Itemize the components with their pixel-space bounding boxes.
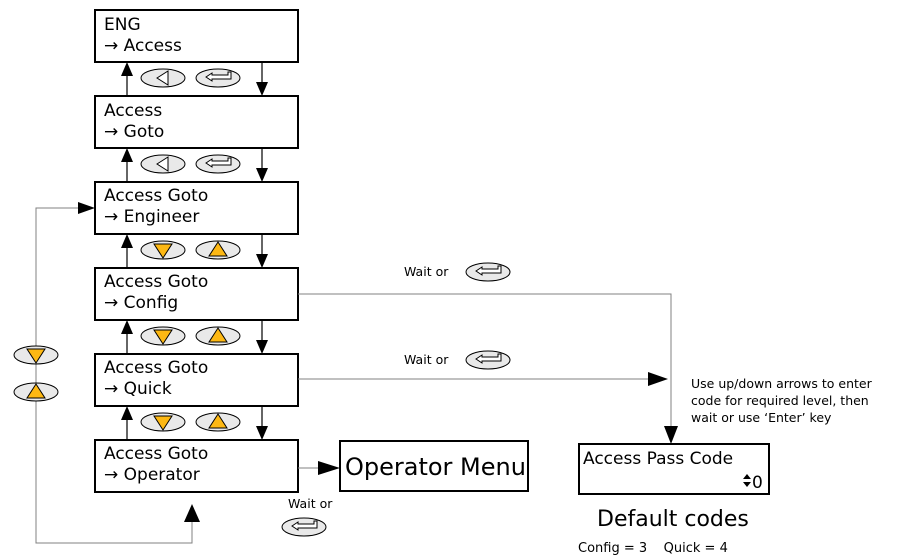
wait-or-label: Wait or xyxy=(404,352,449,367)
down-arrow-key-icon xyxy=(140,326,186,346)
enter-key-icon xyxy=(465,350,511,370)
wait-or-label: Wait or xyxy=(404,264,449,279)
config-connector xyxy=(298,293,678,444)
enter-key-icon xyxy=(281,517,327,537)
operator-menu-box: Operator Menu xyxy=(339,440,529,492)
page-left-icon xyxy=(140,154,186,174)
enter-key-icon xyxy=(195,154,241,174)
enter-key-icon xyxy=(195,68,241,88)
up-arrow-key-icon xyxy=(13,382,59,402)
operator-menu-label: Operator Menu xyxy=(345,453,526,481)
menu-box-goto-operator: Access Goto → Operator xyxy=(94,439,299,493)
menu-box-line1: Access Goto xyxy=(104,444,208,464)
operator-connector xyxy=(298,461,340,475)
menu-box-line1: Access Goto xyxy=(104,358,208,378)
menu-box-goto-engineer: Access Goto → Engineer xyxy=(94,181,299,235)
menu-box-eng-access: ENG → Access xyxy=(94,9,299,63)
down-arrow-key-icon xyxy=(140,240,186,260)
loop-connector xyxy=(35,202,200,544)
up-down-arrows-icon xyxy=(743,474,751,487)
default-codes-text: Config = 3 Quick = 4 xyxy=(578,541,728,556)
menu-box-line2: → Config xyxy=(104,293,178,313)
menu-box-line1: Access xyxy=(104,101,162,121)
up-arrow-key-icon xyxy=(195,240,241,260)
menu-box-line2: → Operator xyxy=(104,465,200,485)
default-codes-title: Default codes xyxy=(597,507,749,532)
pass-code-box: Access Pass Code 0 xyxy=(578,443,770,495)
down-arrow-key-icon xyxy=(13,345,59,365)
nav-arrows xyxy=(121,62,268,440)
menu-box-goto-config: Access Goto → Config xyxy=(94,267,299,321)
instruction-line: code for required level, then xyxy=(691,393,869,408)
menu-box-goto-quick: Access Goto → Quick xyxy=(94,353,299,407)
up-arrow-key-icon xyxy=(195,412,241,432)
menu-box-access-goto: Access → Goto xyxy=(94,95,299,149)
wait-or-label: Wait or xyxy=(288,496,333,511)
enter-key-icon xyxy=(465,262,511,282)
menu-box-line2: → Engineer xyxy=(104,207,199,227)
menu-box-line2: → Goto xyxy=(104,122,164,142)
pass-code-value: 0 xyxy=(752,473,763,493)
down-arrow-key-icon xyxy=(140,412,186,432)
quick-connector xyxy=(298,372,668,386)
menu-box-line1: Access Goto xyxy=(104,186,208,206)
menu-box-line1: ENG xyxy=(104,15,141,35)
menu-box-line2: → Quick xyxy=(104,379,172,399)
menu-box-line1: Access Goto xyxy=(104,272,208,292)
page-left-icon xyxy=(140,68,186,88)
up-arrow-key-icon xyxy=(195,326,241,346)
instruction-line: wait or use ‘Enter’ key xyxy=(691,410,832,425)
pass-code-label: Access Pass Code xyxy=(583,449,733,469)
menu-box-line2: → Access xyxy=(104,36,182,56)
instruction-line: Use up/down arrows to enter xyxy=(691,376,873,391)
